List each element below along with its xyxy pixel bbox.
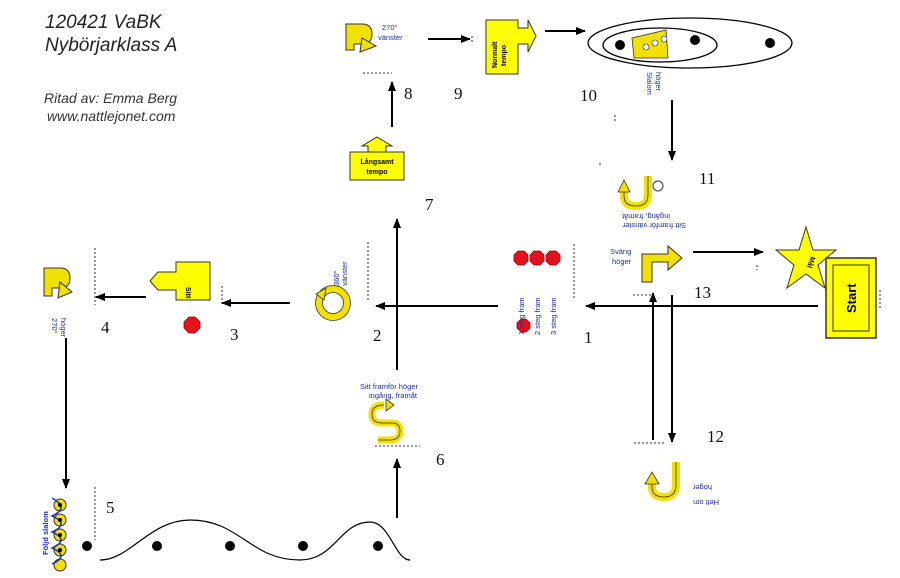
station-9-label-a: Normalt: [492, 41, 499, 68]
station-2-label-b: vänster: [340, 261, 349, 286]
station-4-turn-icon: [43, 267, 73, 299]
station-4-label-a: 270°: [50, 318, 59, 334]
station-12-label-b: höger: [692, 483, 712, 492]
station-10-slalom-oval: [587, 17, 793, 69]
station-number-3: 3: [230, 325, 239, 344]
station-9-normal-sign: [485, 19, 537, 75]
station-number-7: 7: [425, 195, 434, 214]
station-13-label-b: höger: [612, 257, 632, 266]
position-markers: [94, 36, 881, 540]
station-2-label-a: 360°: [332, 270, 341, 286]
start-label: Start: [844, 283, 859, 313]
station-8-label-b: vänster: [378, 33, 403, 42]
slalom-course: [82, 519, 411, 561]
station-number-4: 4: [101, 318, 110, 337]
route-arrows: [62, 27, 818, 518]
website: www.nattlejonet.com: [47, 108, 176, 124]
station-11-label-b: ingång, framåt: [621, 212, 670, 221]
station-number-13: 13: [694, 283, 711, 302]
station-8-turn-icon: [345, 23, 378, 53]
course-class: Nybörjarklass A: [45, 35, 178, 56]
station-5-label: Följd slalom: [41, 511, 50, 555]
slalom-pole: [82, 541, 92, 551]
station-10-label-b: höger: [654, 72, 663, 92]
stop-sign-icon: [529, 250, 545, 266]
station-9-label-b: tempo: [501, 45, 508, 66]
station-number-12: 12: [707, 427, 724, 446]
station-13-turn-right-icon: [641, 244, 683, 283]
course-title: 120421 VaBK: [45, 12, 162, 33]
station-7-slow-sign: [349, 136, 405, 181]
station-12-about-turn-icon: [644, 462, 680, 502]
station-6-sit-front-icon: [368, 398, 404, 444]
station-number-9: 9: [454, 84, 463, 103]
finish-star-icon: [774, 225, 838, 290]
station-number-1: 1: [584, 328, 593, 347]
stop-sign-icon: [513, 250, 529, 266]
station-7-label-b: tempo: [367, 169, 388, 176]
station-12-label-a: Helt om: [693, 498, 719, 507]
station-4-label-b: höger: [59, 318, 68, 338]
station-11-sit-front-icon: [617, 176, 664, 211]
slalom-pole: [373, 541, 383, 551]
finish-label: Mål: [805, 255, 817, 269]
station-3-label: Sitt: [184, 287, 191, 299]
station-6-label-a: Sitt framför höger: [360, 382, 418, 391]
station-11-label-a: Sitt framför vänster: [622, 221, 686, 230]
slalom-pole: [298, 541, 308, 551]
station-1-label-a: 1 steg fram: [517, 297, 526, 335]
slalom-pole: [225, 541, 235, 551]
station-7-label-a: Långsamt: [360, 158, 394, 166]
stop-sign-icon: [183, 316, 201, 334]
station-number-10: 10: [580, 86, 597, 105]
drawn-by: Ritad av: Emma Berg: [44, 90, 178, 106]
station-1-label-c: 3 steg fram: [549, 297, 558, 335]
station-13-label-a: Sväng: [610, 247, 631, 256]
station-1-stop-signs: [513, 250, 561, 333]
station-3-sitt-sign: [149, 261, 211, 334]
station-5-slalom-icon: [50, 497, 67, 572]
station-number-8: 8: [404, 84, 413, 103]
station-number-2: 2: [373, 326, 382, 345]
station-2-circle-icon: [315, 285, 351, 321]
station-labels: 1 steg fram 2 steg fram 3 steg fram 360°…: [41, 23, 859, 555]
station-10-label-a: Slalom: [645, 72, 654, 95]
stop-sign-icon: [545, 250, 561, 266]
station-1-label-b: 2 steg fram: [533, 297, 542, 335]
slalom-pole: [152, 541, 162, 551]
station-number-11: 11: [699, 169, 716, 188]
station-8-label-a: 270°: [382, 23, 398, 32]
station-number-5: 5: [106, 498, 115, 517]
stop-sign-icon: [516, 318, 531, 333]
start-box: [825, 257, 877, 339]
station-6-label-b: ingång, framåt: [369, 391, 418, 400]
station-number-6: 6: [436, 450, 445, 469]
